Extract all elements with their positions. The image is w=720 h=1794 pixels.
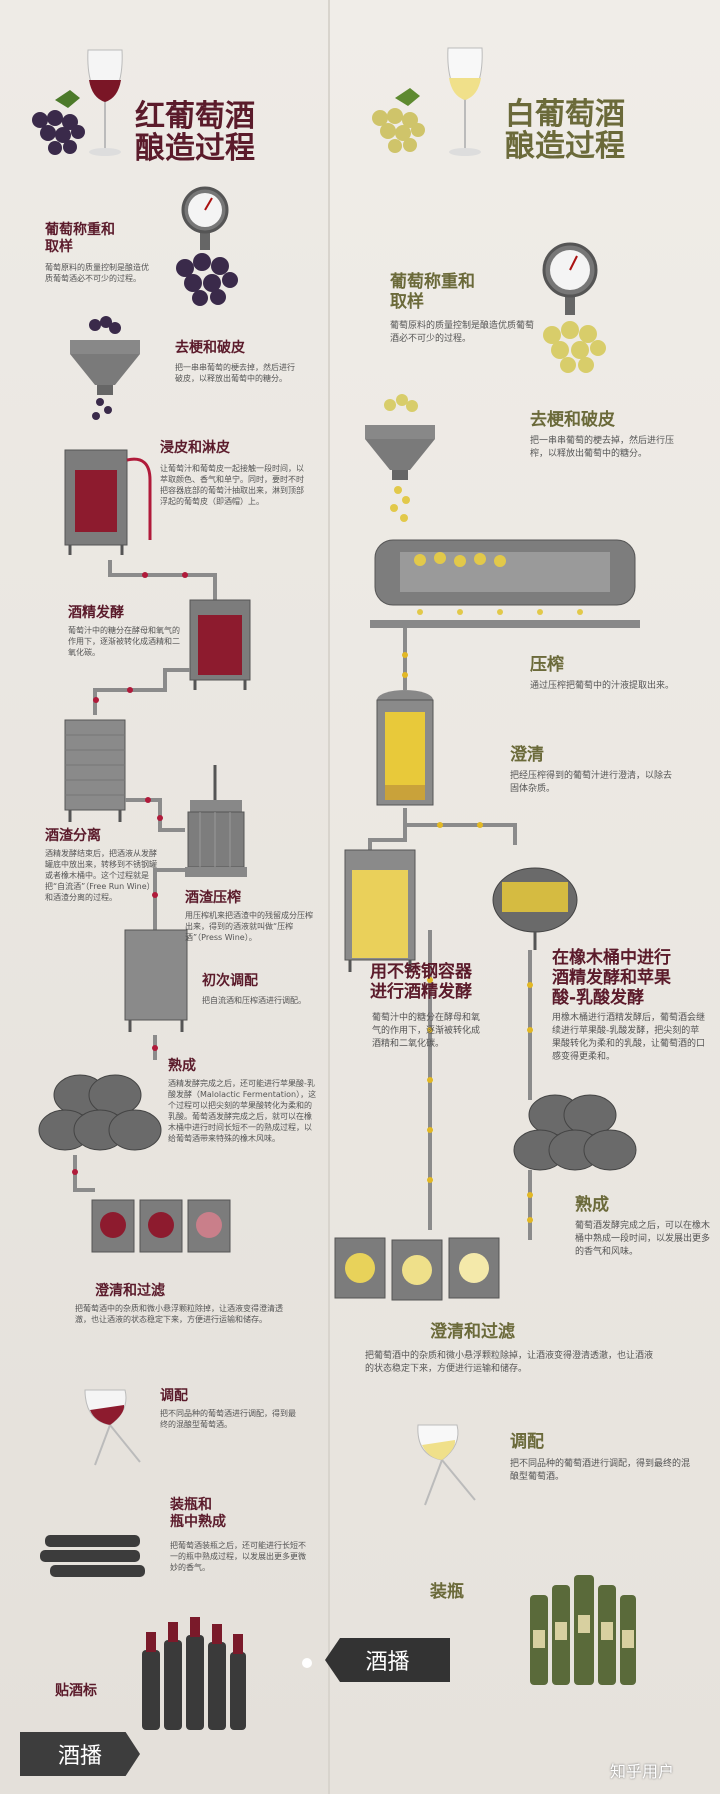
red-step-11-desc: 把葡萄酒装瓶之后，还可能进行长短不一的瓶中熟成过程，以发展出更多更微妙的香气。: [170, 1541, 306, 1572]
clarification-tank-icon: [376, 690, 434, 806]
red-step-4-desc: 葡萄汁中的糖分在酵母和氧气的作用下，逐渐被转化成酒精和二氧化碳。: [68, 626, 180, 657]
stainless-tank-icon: [64, 719, 126, 822]
zhihu-watermark: 知乎用户: [610, 1762, 675, 1781]
oak-barrel-fermentation-icon: [492, 867, 578, 950]
red-wine-illustrations: [32, 49, 251, 1730]
white-step-3-title: 压榨: [530, 655, 564, 675]
red-step-9-desc: 把葡萄酒中的杂质和微小悬浮颗粒除掉，让酒液变得澄清透澈，也让酒液的状态稳定下来，…: [75, 1304, 283, 1324]
white-step-2-title: 去梗和破皮: [530, 410, 615, 430]
pneumatic-press-icon: [370, 539, 640, 628]
red-wine-title-line2: 酿造过程: [135, 131, 255, 166]
standing-bottles-icon-white: [530, 1575, 636, 1685]
pipe-w3: [368, 825, 407, 850]
red-step-6-title: 酒渣压榨: [185, 890, 241, 906]
white-wine-illustrations: [334, 47, 640, 1685]
lying-bottles-icon: [40, 1535, 145, 1577]
red-wine-glass-icon: [87, 49, 123, 156]
filtration-tanks-icon-white: [334, 1237, 500, 1301]
fermentation-tank-icon: [189, 599, 251, 690]
stainless-fermentation-tank-icon: [344, 849, 416, 972]
wine-press-icon: [185, 765, 247, 877]
pipe-1: [108, 560, 217, 600]
red-grape-cluster-icon: [32, 90, 85, 155]
pipe-4: [153, 868, 185, 930]
white-step-4-title: 澄清: [510, 745, 544, 765]
filtration-tanks-icon: [91, 1199, 231, 1253]
red-step-9-title: 澄清和过滤: [95, 1283, 165, 1299]
tilted-white-wine-glass-icon: [417, 1424, 476, 1506]
pipe-2: [93, 668, 190, 715]
pipe-3: [125, 798, 185, 832]
white-step-3-desc: 通过压榨把葡萄中的汁液提取出来。: [530, 681, 675, 691]
white-wine-column: 白葡萄酒 酿造过程 葡萄称重和 取样 葡萄原料的质量控制是酿造优质葡萄酒必不可少…: [302, 0, 720, 1794]
white-step-6-desc: 用橡木桶进行酒精发酵后，葡萄酒会继续进行苹果酸-乳酸发酵，把尖刻的苹果酸转化为柔…: [552, 1013, 706, 1062]
red-step-1-desc: 葡萄原料的质量控制是酿造优质葡萄酒必不可少的过程。: [45, 263, 149, 283]
white-step-9-title: 调配: [510, 1432, 544, 1452]
scale-icon-white: [542, 242, 606, 373]
jiubo-banner-left[interactable]: 酒播: [20, 1732, 140, 1776]
red-step-2-title: 去梗和破皮: [175, 340, 245, 356]
pipe-6: [73, 1155, 95, 1192]
pipe-w2: [403, 808, 517, 845]
maceration-tank-icon: [64, 449, 152, 555]
white-step-2-desc: 把一串串葡萄的梗去掉，然后进行压榨，以释放出葡萄中的糖分。: [530, 436, 675, 459]
red-step-12-title: 贴酒标: [55, 1683, 97, 1699]
oak-barrels-icon-white: [513, 1094, 637, 1171]
white-step-9-desc: 把不同品种的葡萄酒进行调配，得到最终的混酿型葡萄酒。: [510, 1459, 691, 1482]
white-step-1-title: 葡萄称重和 取样: [390, 272, 475, 312]
red-step-11-title: 装瓶和 瓶中熟成: [170, 1497, 226, 1530]
white-step-8-desc: 把葡萄酒中的杂质和微小悬浮颗粒除掉，让酒液变得澄清透澈，也让酒液的状态稳定下来，…: [365, 1351, 654, 1374]
red-step-8-desc: 酒精发酵完成之后，还可能进行苹果酸-乳酸发酵（Malolactic Fermen…: [168, 1079, 317, 1143]
white-step-1-desc: 葡萄原料的质量控制是酿造优质葡萄酒必不可少的过程。: [390, 321, 535, 344]
red-step-4-title: 酒精发酵: [68, 605, 124, 621]
red-step-3-desc: 让葡萄汁和葡萄皮一起接触一段时间，以萃取颜色、香气和单宁。同时，要时不时把容器底…: [160, 464, 304, 506]
red-step-8-title: 熟成: [168, 1058, 196, 1074]
destemmer-icon: [70, 316, 140, 420]
red-step-6-desc: 用压榨机来把酒渣中的残留成分压榨出来，得到的酒液就叫做“压榨酒”（Press W…: [185, 911, 313, 942]
destemmer-icon-white: [365, 394, 435, 522]
blending-tank-icon: [124, 929, 188, 1032]
white-step-5-title: 用不锈钢容器 进行酒精发酵: [370, 962, 472, 1002]
jiubo-banner-right[interactable]: 酒播: [325, 1638, 450, 1682]
white-wine-title-line1: 白葡萄酒: [505, 97, 625, 132]
tilted-wine-glass-icon: [84, 1389, 141, 1466]
column-divider: [328, 0, 330, 1794]
white-wine-glass-icon: [447, 47, 483, 156]
white-step-6-title: 在橡木桶中进行 酒精发酵和苹果 酸-乳酸发酵: [552, 948, 671, 1008]
white-step-5-desc: 葡萄汁中的糖分在酵母和氧气的作用下，逐渐被转化成酒精和二氧化碳。: [372, 1013, 481, 1049]
white-step-4-desc: 把经压榨得到的葡萄汁进行澄清，以除去固体杂质。: [510, 771, 673, 794]
red-step-10-title: 调配: [160, 1388, 188, 1404]
white-wine-title-line2: 酿造过程: [505, 129, 625, 164]
white-step-8-title: 澄清和过滤: [430, 1322, 515, 1342]
red-step-1-title: 葡萄称重和 取样: [45, 222, 115, 255]
carousel-dot[interactable]: [302, 1658, 312, 1668]
red-step-10-desc: 把不同品种的葡萄酒进行调配，得到最终的混酿型葡萄酒。: [160, 1409, 296, 1429]
oak-barrels-icon: [38, 1074, 162, 1151]
white-step-10-title: 装瓶: [430, 1582, 464, 1602]
red-wine-title-line1: 红葡萄酒: [135, 99, 255, 134]
red-step-7-title: 初次调配: [202, 973, 258, 989]
red-step-5-desc: 酒精发酵结束后，把酒液从发酵罐底中放出来，转移到不锈钢罐或者橡木桶中。这个过程就…: [45, 849, 157, 902]
red-step-7-desc: 把自流酒和压榨酒进行调配。: [202, 996, 306, 1005]
standing-bottles-icon: [142, 1617, 246, 1730]
red-step-5-title: 酒渣分离: [45, 828, 101, 844]
white-grape-cluster-icon: [372, 88, 425, 153]
red-step-3-title: 浸皮和淋皮: [160, 440, 230, 456]
white-step-7-title: 熟成: [575, 1195, 609, 1215]
red-wine-column: 红葡萄酒 酿造过程 葡萄称重和 取样 葡萄原料的质量控制是酿造优质葡萄酒必不可少…: [0, 0, 328, 1794]
white-step-7-desc: 葡萄酒发酵完成之后，可以在橡木桶中熟成一段时间，以发展出更多的香气和风味。: [575, 1221, 711, 1257]
scale-icon: [176, 186, 238, 306]
red-step-2-desc: 把一串串葡萄的梗去掉，然后进行破皮，以释放出葡萄中的糖分。: [175, 363, 295, 383]
